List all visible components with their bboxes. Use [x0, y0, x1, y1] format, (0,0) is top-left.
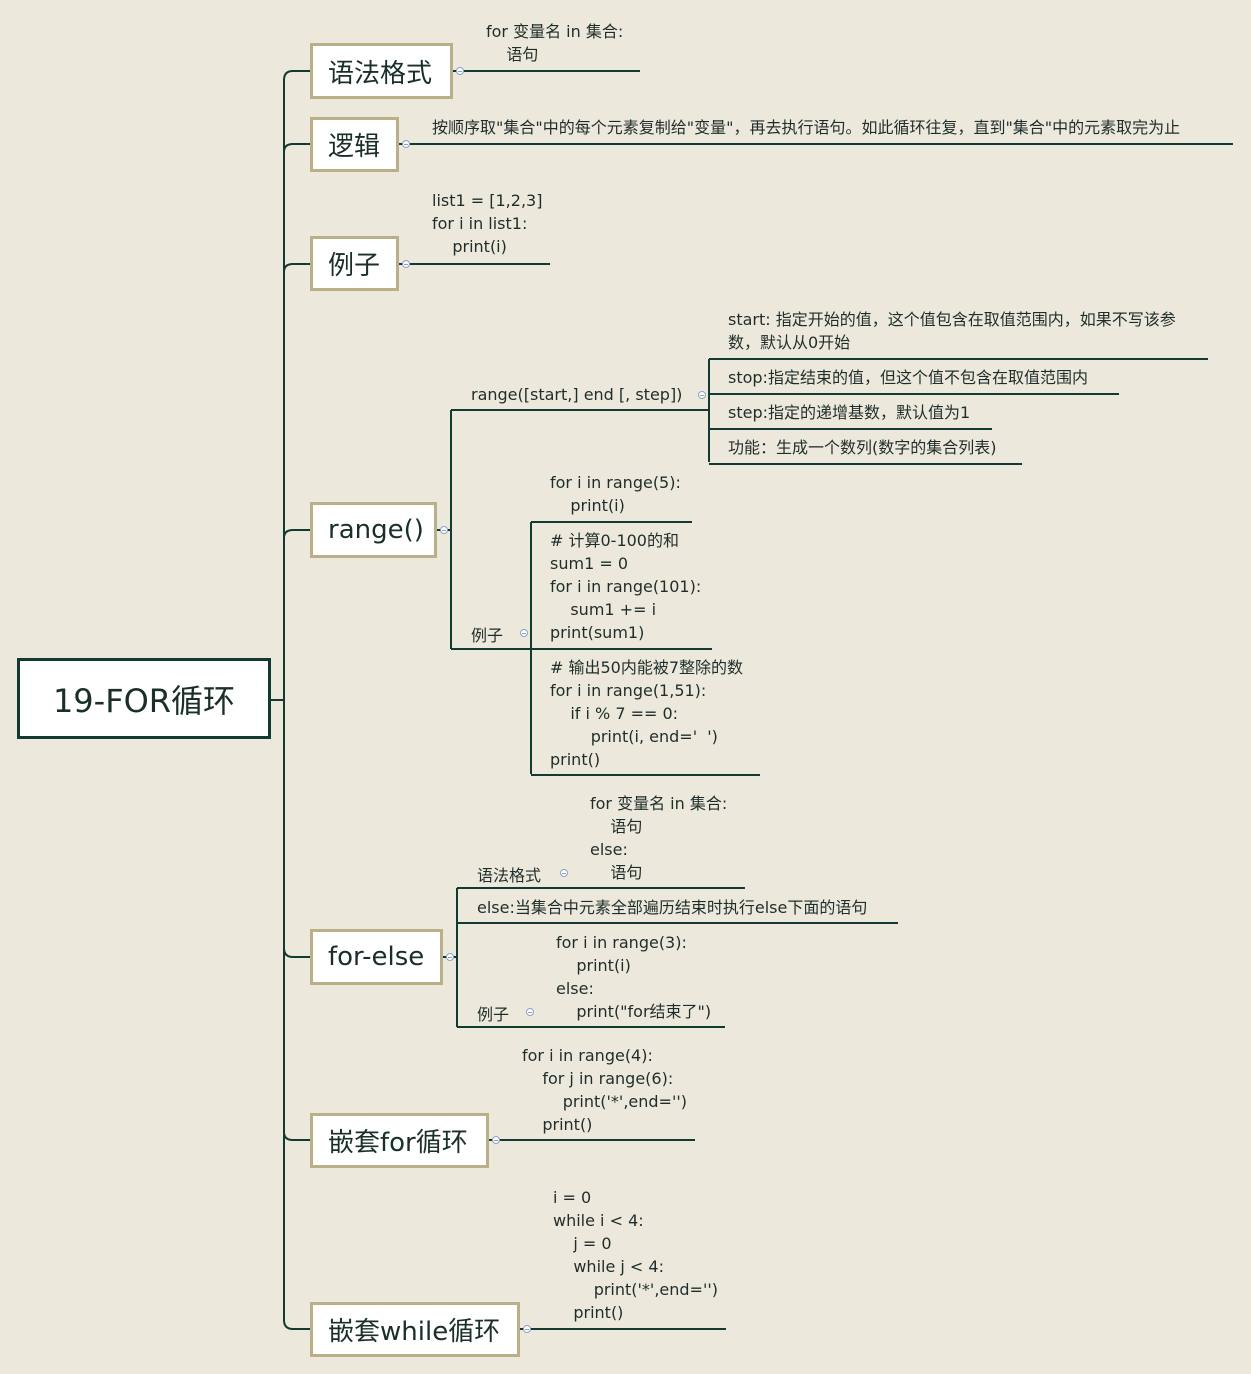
root-node[interactable]: 19-FOR循环 — [17, 658, 271, 739]
range-param-step: step:指定的递增基数，默认值为1 — [728, 403, 971, 422]
example-code: list1 = [1,2,3] for i in list1: print(i) — [432, 191, 543, 256]
node-example-label: 例子 — [328, 251, 381, 281]
node-example[interactable]: 例子 — [310, 236, 399, 291]
range-param-start: start: 指定开始的值，这个值包含在取值范围内，如果不写该参 数，默认从0开… — [728, 310, 1176, 352]
range-function: 功能：生成一个数列(数字的集合列表) — [728, 438, 997, 457]
node-range[interactable]: range() — [310, 502, 437, 558]
range-example-1: for i in range(5): print(i) — [550, 473, 681, 515]
for-else-example-code: for i in range(3): print(i) else: print(… — [556, 933, 712, 1021]
range-examples-label: 例子 — [471, 626, 504, 645]
node-nested-while[interactable]: 嵌套while循环 — [310, 1302, 520, 1357]
collapse-toggle-icon[interactable] — [446, 953, 454, 961]
node-logic[interactable]: 逻辑 — [310, 117, 399, 172]
node-nested-while-label: 嵌套while循环 — [328, 1317, 501, 1347]
node-syntax-label: 语法格式 — [328, 58, 433, 89]
for-else-syntax-label: 语法格式 — [477, 866, 542, 885]
node-for-else[interactable]: for-else — [310, 929, 443, 985]
collapse-toggle-icon[interactable] — [523, 1325, 531, 1333]
range-example-3: # 输出50内能被7整除的数 for i in range(1,51): if … — [550, 658, 744, 769]
node-syntax[interactable]: 语法格式 — [310, 43, 453, 99]
node-for-else-label: for-else — [328, 942, 425, 972]
range-param-stop: stop:指定结束的值，但这个值不包含在取值范围内 — [728, 368, 1088, 387]
collapse-toggle-icon[interactable] — [526, 1008, 534, 1016]
collapse-toggle-icon[interactable] — [698, 391, 706, 399]
node-range-label: range() — [328, 515, 424, 545]
collapse-toggle-icon[interactable] — [402, 260, 410, 268]
nested-while-code: i = 0 while i < 4: j = 0 while j < 4: pr… — [553, 1188, 718, 1322]
nested-for-code: for i in range(4): for j in range(6): pr… — [522, 1046, 687, 1134]
logic-text: 按顺序取"集合"中的每个元素复制给"变量"，再去执行语句。如此循环往复，直到"集… — [432, 118, 1181, 137]
node-nested-for-label: 嵌套for循环 — [328, 1128, 468, 1158]
for-else-desc: else:当集合中元素全部遍历结束时执行else下面的语句 — [477, 898, 868, 917]
collapse-toggle-icon[interactable] — [456, 67, 464, 75]
collapse-toggle-icon[interactable] — [560, 869, 568, 877]
collapse-toggle-icon[interactable] — [402, 140, 410, 148]
range-signature: range([start,] end [, step]) — [471, 385, 683, 404]
for-else-syntax-code: for 变量名 in 集合: 语句 else: 语句 — [590, 794, 728, 882]
for-else-example-label: 例子 — [477, 1005, 510, 1024]
collapse-toggle-icon[interactable] — [520, 629, 528, 637]
node-nested-for[interactable]: 嵌套for循环 — [310, 1113, 489, 1168]
collapse-toggle-icon[interactable] — [492, 1136, 500, 1144]
syntax-code: for 变量名 in 集合: 语句 — [486, 22, 624, 64]
collapse-toggle-icon[interactable] — [440, 526, 448, 534]
node-logic-label: 逻辑 — [328, 132, 381, 162]
range-example-2: # 计算0-100的和 sum1 = 0 for i in range(101)… — [550, 531, 702, 642]
root-title: 19-FOR循环 — [52, 681, 236, 720]
